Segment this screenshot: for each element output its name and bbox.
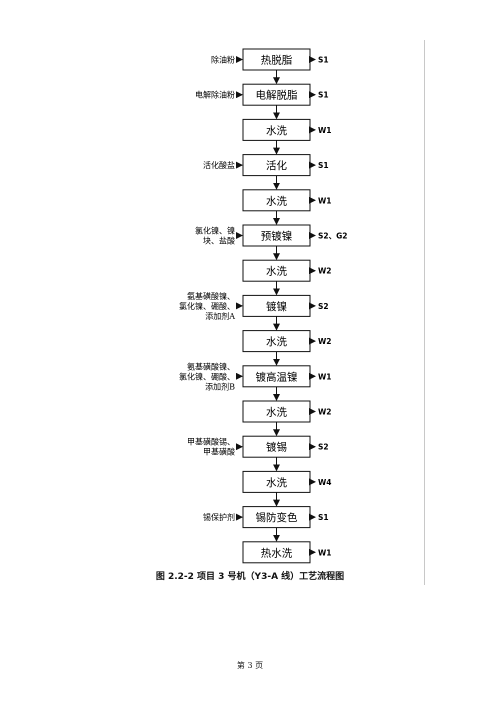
output-code-label: W1: [318, 126, 332, 135]
output-code-label: W1: [318, 372, 332, 381]
process-step-label: 水洗: [266, 125, 287, 137]
output-code-label: S1: [318, 161, 329, 170]
output-code-label: S1: [318, 56, 329, 65]
input-material-label: 氨基磺酸镍、: [187, 291, 235, 301]
process-step-label: 锡防变色: [256, 511, 298, 524]
input-material-label: 添加剂A: [205, 311, 235, 321]
process-step-label: 镀锡: [266, 441, 287, 454]
output-code-label: S2: [318, 302, 329, 311]
process-step-label: 活化: [266, 159, 287, 172]
process-step-label: 水洗: [266, 477, 287, 489]
input-material-label: 锡保护剂: [203, 512, 235, 522]
output-code-label: W4: [318, 478, 332, 487]
process-step-label: 镀高温镍: [256, 370, 298, 383]
output-code-label: S1: [318, 513, 329, 522]
output-code-label: W1: [318, 196, 332, 205]
process-step-label: 水洗: [266, 195, 287, 207]
input-material-label: 添加剂B: [205, 381, 235, 391]
input-material-label: 块、盐酸: [203, 236, 235, 246]
output-code-label: S1: [318, 91, 329, 100]
process-step-label: 电解脱脂: [256, 89, 298, 102]
output-code-label: S2: [318, 443, 329, 452]
input-material-label: 活化酸盐: [203, 160, 235, 170]
process-step-label: 热脱脂: [261, 54, 293, 67]
input-material-label: 氯化镍、硼酸、: [179, 301, 235, 311]
figure-caption: 图 2.2-2 项目 3 号机（Y3-A 线）工艺流程图: [155, 572, 345, 582]
output-code-label: W1: [318, 548, 332, 557]
process-step-label: 预镀镍: [261, 230, 293, 243]
process-step-label: 水洗: [266, 407, 287, 419]
process-step-label: 镀镍: [266, 300, 287, 313]
output-code-label: W2: [318, 337, 332, 346]
input-material-label: 除油粉: [211, 55, 235, 65]
page-number: 第 3 页: [236, 661, 264, 670]
input-material-label: 电解除油粉: [195, 90, 235, 100]
input-material-label: 甲基磺酸: [203, 447, 235, 457]
input-material-label: 甲基磺酸锡、: [187, 437, 235, 447]
input-material-label: 氯化镍、硼酸、: [179, 371, 235, 381]
process-step-label: 水洗: [266, 266, 287, 278]
page-margin-rule: [424, 40, 425, 585]
input-material-label: 氨基磺酸镍、: [187, 361, 235, 371]
input-material-label: 氯化镍、镍: [195, 226, 235, 236]
process-step-label: 水洗: [266, 336, 287, 348]
output-code-label: W2: [318, 267, 332, 276]
output-code-label: W2: [318, 408, 332, 417]
output-code-label: S2、G2: [318, 232, 348, 241]
process-step-label: 热水洗: [261, 546, 293, 559]
